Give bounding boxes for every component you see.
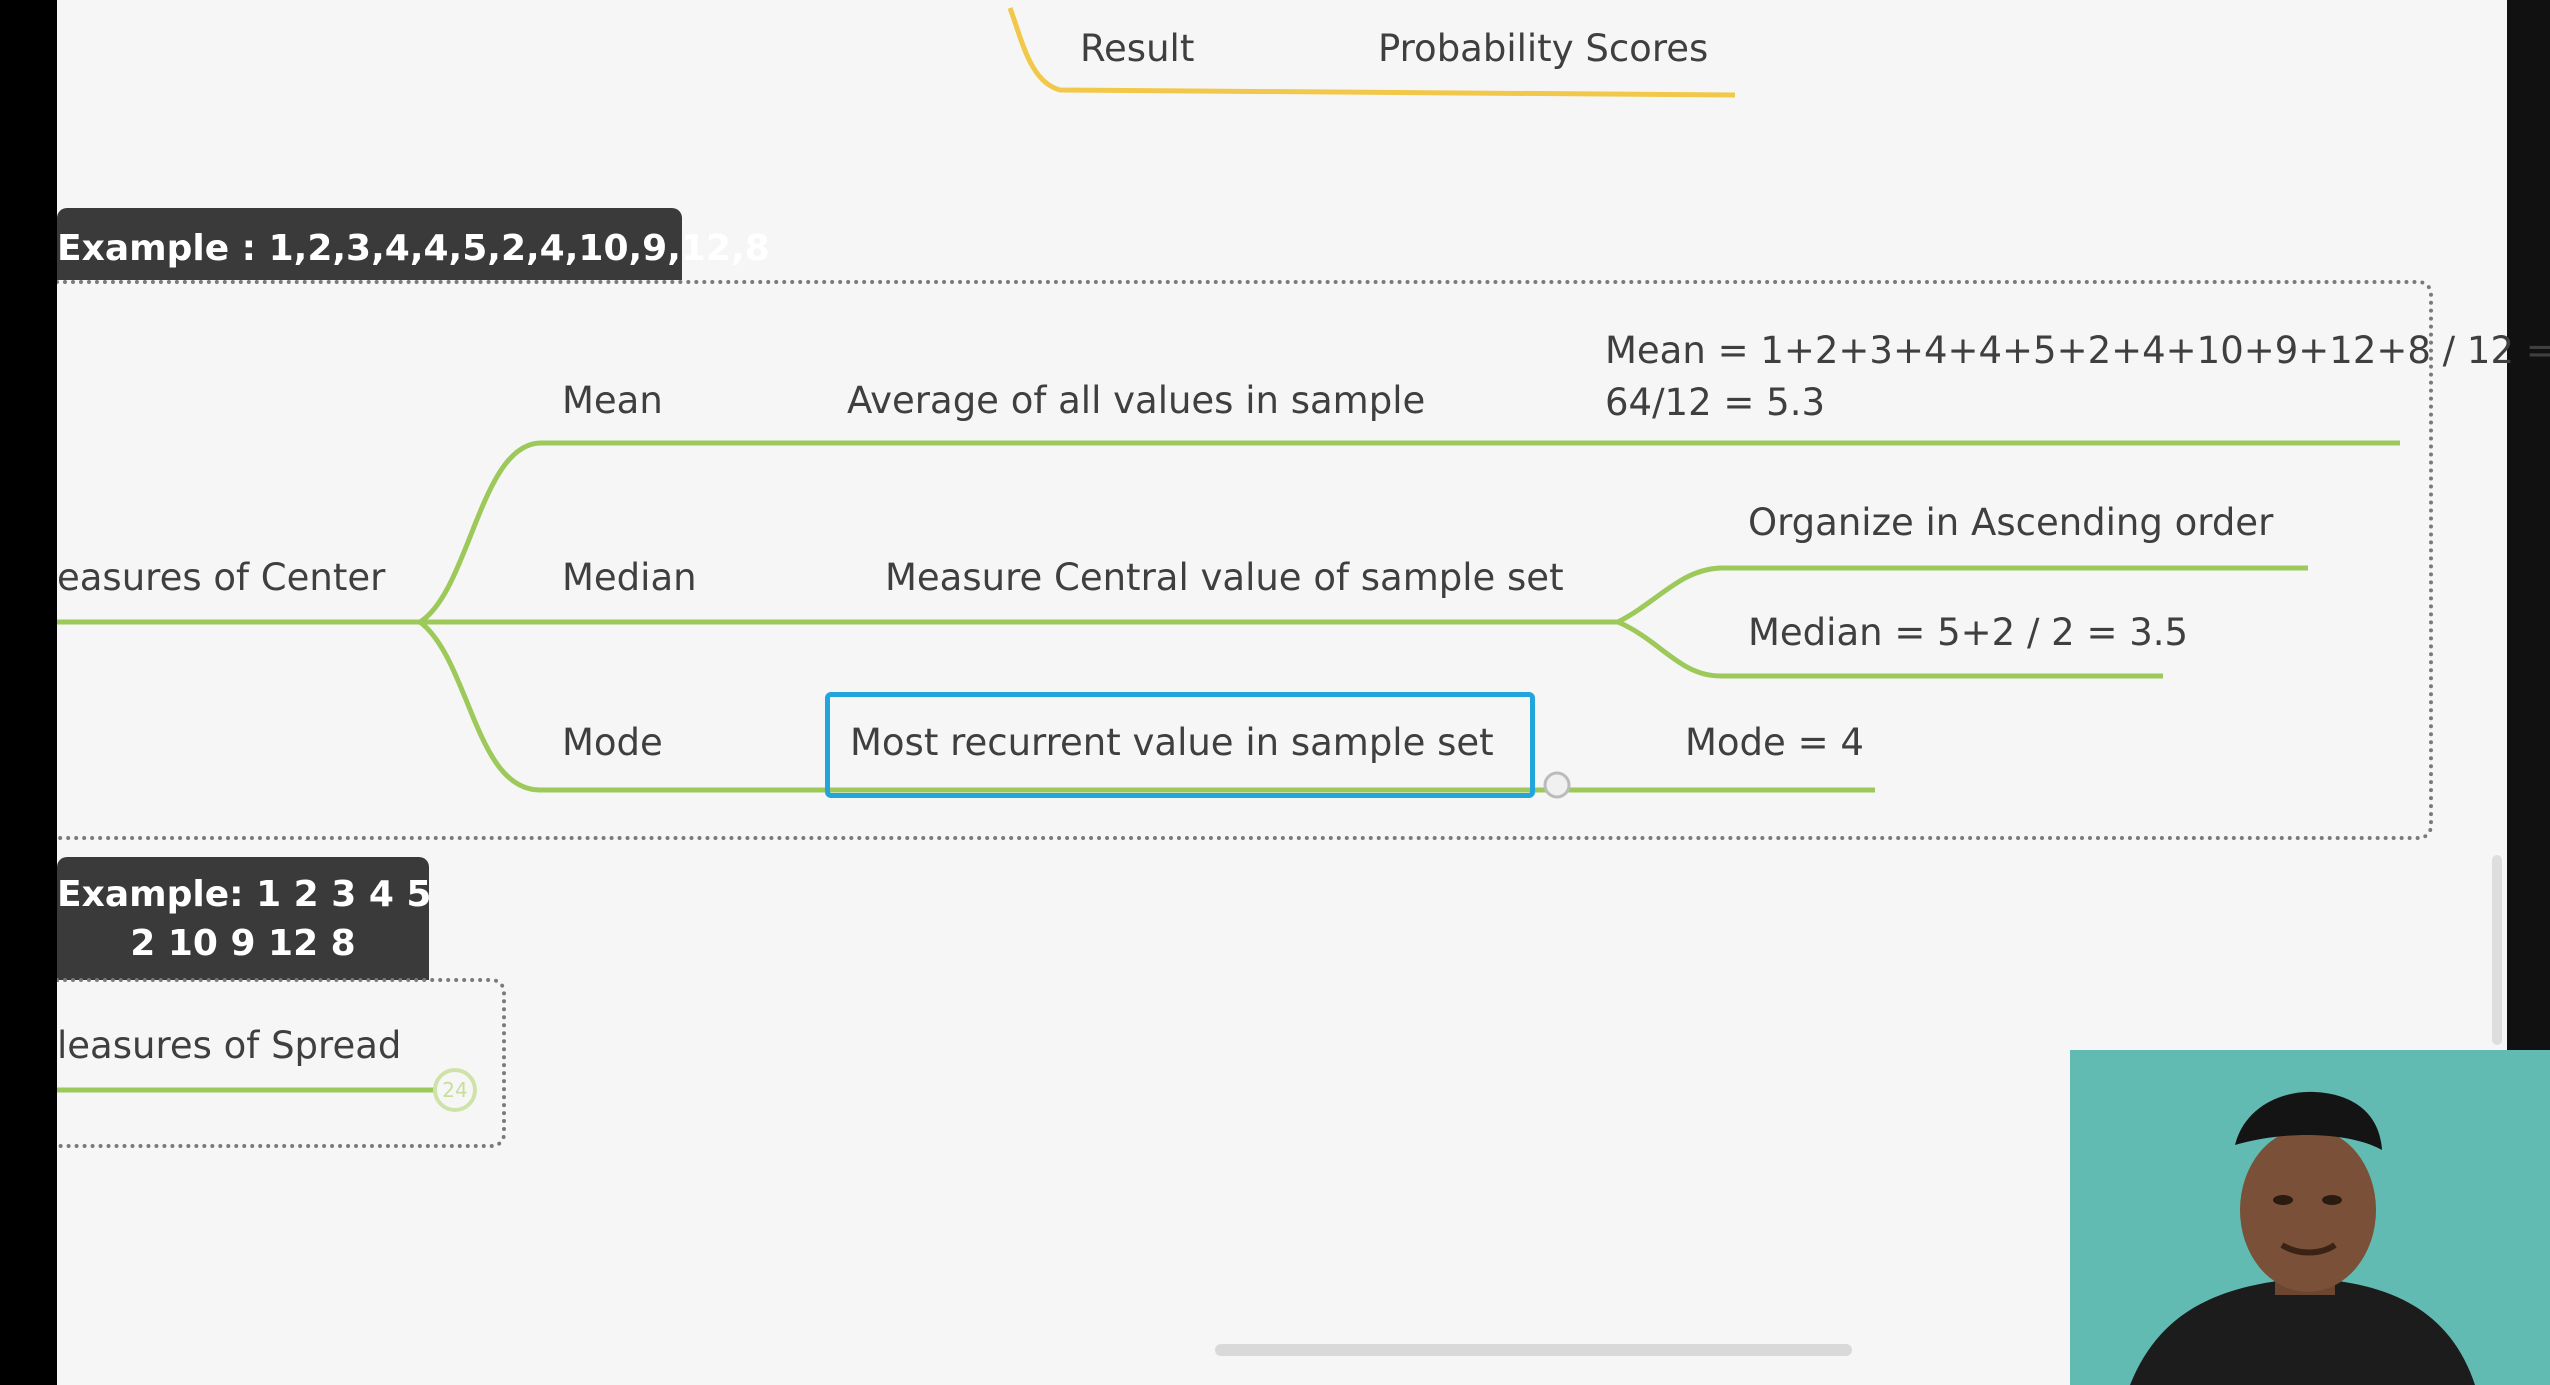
probability-scores-label[interactable]: Probability Scores: [1378, 27, 1709, 70]
measures-of-spread-node[interactable]: leasures of Spread: [57, 1024, 402, 1067]
spread-collapse-badge: [433, 1068, 477, 1112]
mode-node[interactable]: Mode: [562, 721, 663, 764]
spread-boundary[interactable]: [57, 978, 506, 1148]
webcam-overlay: [2070, 1050, 2550, 1385]
example-tag-center[interactable]: Example : 1,2,3,4,4,5,2,4,10,9,12,8: [57, 208, 770, 280]
example-tag-spread[interactable]: Example: 1 2 3 4 5 2 10 9 12 8: [57, 857, 432, 980]
mode-branch: [418, 620, 1875, 793]
median-step2-node[interactable]: Median = 5+2 / 2 = 3.5: [1748, 611, 2189, 654]
mean-branch: [418, 440, 2400, 625]
header-connector: [1007, 7, 1736, 98]
connection-handle: [1543, 771, 1571, 799]
example-tag-spread-line2: 2 10 9 12 8: [130, 922, 356, 964]
median-node[interactable]: Median: [562, 556, 697, 599]
mean-calc-line2[interactable]: 64/12 = 5.3: [1605, 381, 1825, 424]
mean-calc-line1[interactable]: Mean = 1+2+3+4+4+5+2+4+10+9+12+8 / 12 =: [1605, 329, 2550, 372]
vertical-scrollbar[interactable]: [2492, 855, 2502, 1045]
selected-node-outline[interactable]: [825, 692, 1535, 798]
center-boundary[interactable]: [57, 280, 2433, 840]
collapsed-count[interactable]: 24: [442, 1078, 468, 1102]
horizontal-scrollbar[interactable]: [1215, 1344, 1852, 1356]
example-tag-spread-line1: Example: 1 2 3 4 5: [57, 874, 432, 915]
mode-description-node[interactable]: Most recurrent value in sample set: [850, 721, 1494, 764]
presenter-video-icon: [2070, 1050, 2550, 1385]
measures-of-center-node[interactable]: easures of Center: [57, 556, 386, 599]
median-step1-node[interactable]: Organize in Ascending order: [1748, 501, 2274, 544]
median-description-node[interactable]: Measure Central value of sample set: [885, 556, 1564, 599]
median-step2-branch: [1617, 619, 2163, 679]
median-step1-branch: [1616, 565, 2308, 625]
mean-description-node[interactable]: Average of all values in sample: [847, 379, 1426, 422]
mean-node[interactable]: Mean: [562, 379, 663, 422]
mode-result-node[interactable]: Mode = 4: [1685, 721, 1864, 764]
example-tag-center-text: Example : 1,2,3,4,4,5,2,4,10,9,12,8: [57, 228, 770, 269]
result-label[interactable]: Result: [1080, 27, 1195, 70]
